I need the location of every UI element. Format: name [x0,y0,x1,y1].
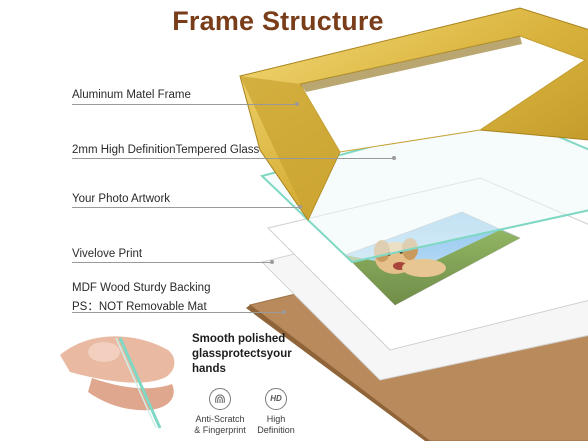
leader-dot [270,260,274,264]
label-mdf-backing: MDF Wood Sturdy Backing [72,282,211,294]
note-line: Smooth polished [192,333,286,345]
leader-line [72,104,297,105]
leader-line [72,262,272,263]
leader-dot [282,310,286,314]
page-title: Frame Structure [172,6,384,36]
label-vivelove-print: Vivelove Print [72,248,143,260]
leader-dot [392,156,396,160]
note-line: glassprotectsyour [192,348,292,360]
feature-line: & Fingerprint [194,425,246,435]
label-aluminum-frame: Aluminum Matel Frame [72,89,191,101]
hd-icon: HD [265,388,287,410]
leader-dot [295,102,299,106]
leader-line [72,312,284,313]
leader-line [72,158,394,159]
feature-line: Anti-Scratch [195,414,245,424]
feature-anti-scratch: Anti-Scratch & Fingerprint [180,388,260,436]
feature-line: High [266,414,286,424]
leader-line [72,207,300,208]
fingerprint-icon [209,388,231,410]
feature-high-definition: HD High Definition [236,388,316,436]
label-ps-note: PS：NOT Removable Mat [72,301,207,313]
note-line: hands [192,363,226,375]
leader-dot [298,205,302,209]
feature-line: Definition [257,425,295,435]
label-photo-artwork: Your Photo Artwork [72,193,171,205]
finger-holding-glass [60,336,175,429]
glass-safety-note: Smooth polished glassprotectsyour hands [192,332,332,377]
label-tempered-glass: 2mm High DefinitionTempered Glass [72,144,260,156]
